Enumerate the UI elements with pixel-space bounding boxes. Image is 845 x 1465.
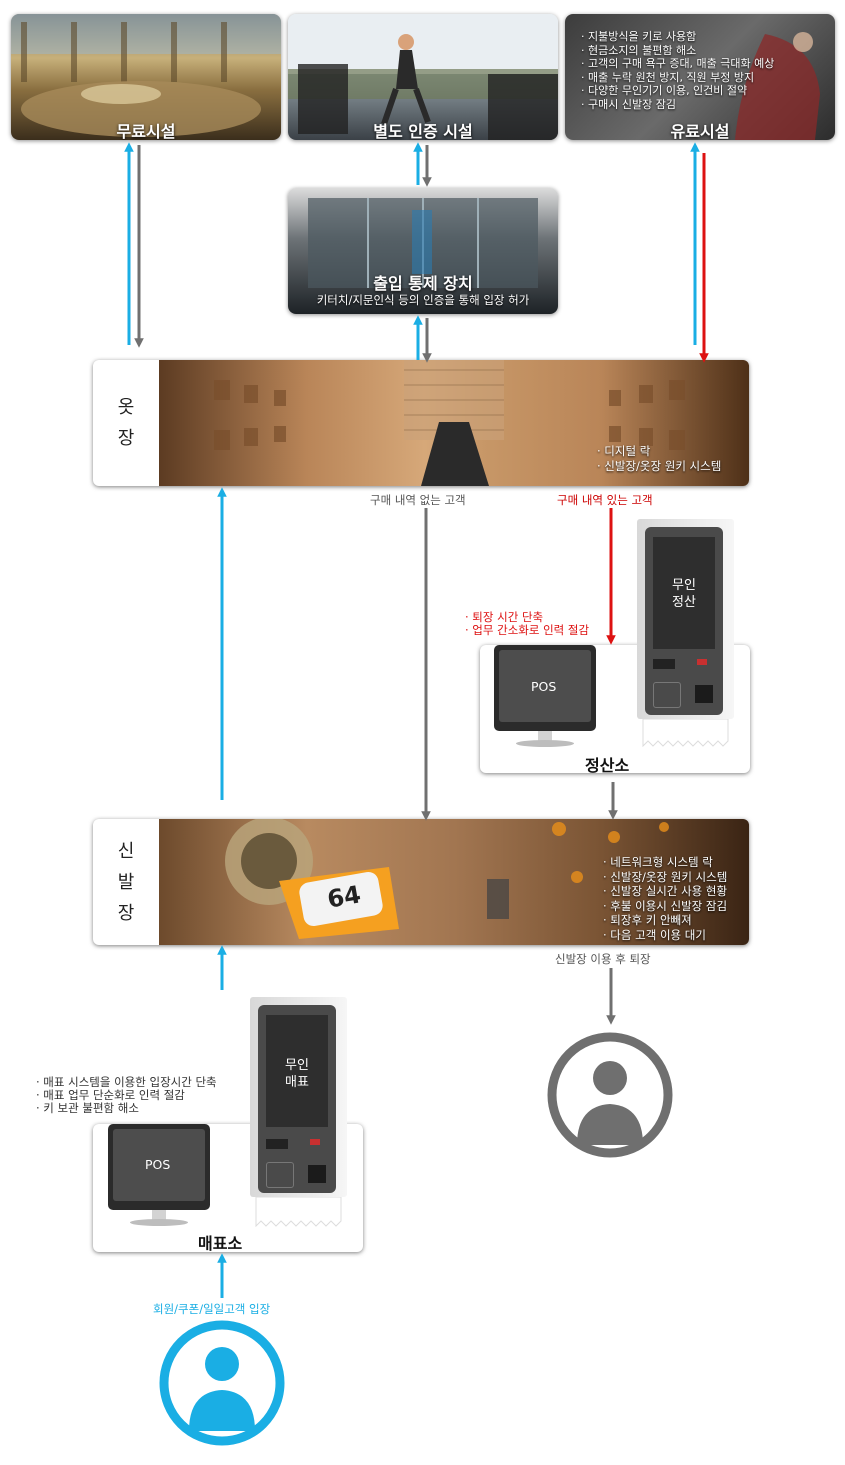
paid-bullet: · 지불방식을 키로 사용함 (581, 30, 697, 43)
locker-label: 옷 장 (93, 360, 159, 486)
pool-image (11, 14, 281, 137)
checkout-note: · 퇴장 시간 단축 (465, 610, 544, 624)
access-control-subtitle: 키터치/지문인식 등의 인증을 통해 입장 허가 (316, 293, 530, 307)
checkout-notes: · 퇴장 시간 단축 · 업무 간소화로 인력 절감 (465, 611, 589, 637)
free-facility-card: 무료시설 (11, 14, 281, 140)
kiosk-line: 매표 (285, 1075, 309, 1090)
ticket-note: · 키 보관 불편함 해소 (36, 1101, 139, 1115)
shoe-bullet: · 신발장/옷장 원키 시스템 (603, 869, 728, 884)
shoe-locker-label: 신 발 장 (93, 819, 159, 945)
kiosk-line: 무인 (672, 578, 696, 593)
ticket-kiosk: 무인 매표 (250, 997, 347, 1227)
shoe-locker-image: 64 · 네트워크형 시스템 락 · 신발장/옷장 원키 시스템 · 신발장 실… (159, 819, 749, 945)
separate-facility-label: 별도 인증 시설 (373, 122, 473, 140)
locker-image: · 디지털 락 · 신발장/옷장 원키 시스템 (159, 360, 749, 486)
entry-label: 회원/쿠폰/일일고객 입장 (153, 1302, 271, 1316)
shoe-char: 장 (117, 902, 135, 924)
exit-label: 신발장 이용 후 퇴장 (555, 952, 651, 966)
locker-bullets: · 디지털 락 · 신발장/옷장 원키 시스템 (597, 444, 721, 474)
free-facility-label: 무료시설 (116, 122, 176, 140)
ticket-note: · 매표 시스템을 이용한 입장시간 단축 (36, 1075, 217, 1089)
access-control-title: 출입 통제 장치 (373, 274, 473, 293)
exit-person-icon (547, 1032, 673, 1158)
shoe-char: 신 (117, 840, 135, 862)
purchase-label: 구매 내역 있는 고객 (557, 493, 653, 507)
shoe-bullet: · 신발장 실시간 사용 현황 (603, 884, 728, 898)
paid-bullet: · 구매시 신발장 잠김 (581, 97, 676, 111)
receipt-paper (642, 719, 729, 747)
ticket-notes: · 매표 시스템을 이용한 입장시간 단축 · 매표 업무 단순화로 인력 절감… (36, 1076, 217, 1115)
shoe-bullet: · 퇴장후 키 안빼져 (603, 913, 692, 927)
locker-panel: 옷 장 · 디지털 락 · 신발장/옷장 원키 시스템 (93, 360, 749, 486)
locker-bullet: · 디지털 락 (597, 444, 651, 458)
paid-bullet: · 고객의 구매 욕구 증대, 매출 극대화 예상 (581, 57, 775, 70)
paid-bullet: · 현금소지의 불편함 해소 (581, 43, 697, 57)
paid-bullet: · 다양한 무인기기 이용, 인건비 절약 (581, 84, 748, 97)
shoe-bullet: · 후불 이용시 신발장 잠김 (603, 898, 728, 913)
checkout-pos-label: POS (531, 679, 557, 694)
separate-facility-card: 별도 인증 시설 (288, 14, 558, 140)
checkout-note: · 업무 간소화로 인력 절감 (465, 623, 590, 637)
receipt-paper (255, 1197, 342, 1227)
checkout-label: 정산소 (585, 756, 630, 775)
paid-bullet: · 매출 누락 원천 방지, 직원 부정 방지 (581, 70, 755, 84)
gym-image (288, 14, 558, 140)
kiosk-line: 정산 (672, 595, 696, 610)
massage-chair-image (735, 32, 820, 140)
shoe-bullets: · 네트워크형 시스템 락 · 신발장/옷장 원키 시스템 · 신발장 실시간 … (603, 855, 727, 942)
entry-person-icon (159, 1320, 285, 1446)
ticket-note: · 매표 업무 단순화로 인력 절감 (36, 1088, 185, 1102)
shoe-char: 발 (117, 871, 135, 893)
locker-char: 장 (117, 428, 135, 449)
locker-char: 옷 (117, 397, 135, 418)
locker-bullet: · 신발장/옷장 원키 시스템 (597, 459, 722, 473)
checkout-kiosk-title: 무인 정산 (649, 577, 719, 611)
kiosk-line: 무인 (285, 1058, 309, 1073)
shoe-bullet: · 다음 고객 이용 대기 (603, 927, 706, 942)
ticket-pos-label: POS (145, 1157, 171, 1172)
gate-image (308, 198, 538, 288)
access-control-card: 출입 통제 장치 키터치/지문인식 등의 인증을 통해 입장 허가 (288, 188, 558, 314)
shoe-locker-panel: 신 발 장 64 · 네트워크형 시스템 락 · 신발장/옷장 원키 시스템 ·… (93, 819, 749, 945)
shoe-bullet: · 네트워크형 시스템 락 (603, 855, 713, 869)
ticket-label: 매표소 (198, 1234, 243, 1253)
paid-facility-label: 유료시설 (670, 122, 730, 140)
ticket-kiosk-title: 무인 매표 (262, 1057, 332, 1091)
no-purchase-label: 구매 내역 없는 고객 (370, 493, 466, 507)
checkout-pos: POS (494, 645, 596, 750)
checkout-kiosk: 무인 정산 (637, 519, 734, 747)
paid-facility-bullets: · 지불방식을 키로 사용함 · 현금소지의 불편함 해소 · 고객의 구매 욕… (581, 30, 774, 111)
ticket-pos: POS (108, 1124, 210, 1229)
paid-facility-card: · 지불방식을 키로 사용함 · 현금소지의 불편함 해소 · 고객의 구매 욕… (565, 14, 835, 140)
